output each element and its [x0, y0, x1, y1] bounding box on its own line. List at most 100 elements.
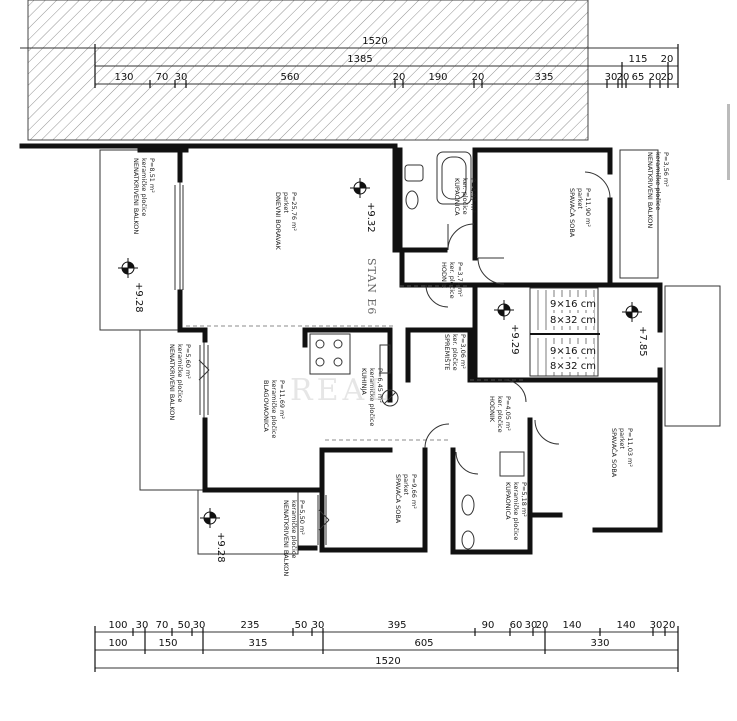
- dim-bottom-row2: 330: [590, 638, 609, 649]
- svg-text:NENATKRIVENI BALKON: NENATKRIVENI BALKON: [168, 344, 176, 420]
- dim-bottom-row1: 90: [482, 620, 495, 631]
- svg-text:keramičke pločice: keramičke pločice: [290, 500, 298, 558]
- watermark-text: REAL: [290, 373, 392, 408]
- dim-top-sub: 115: [628, 54, 647, 65]
- room-kupaonica-1: KUPAONICA ker. pločice P=4,97 m²: [453, 178, 477, 216]
- room-kupaonica-2: KUPAONICA keramičke pločice P=5,18 m²: [504, 482, 528, 540]
- dim-bottom-row1: 30: [650, 620, 663, 631]
- svg-text:P=6,45 m²: P=6,45 m²: [376, 368, 384, 403]
- bottom-dimensions: 100 30 70 50 30 235 50 30 395 90 60 30 2…: [94, 620, 679, 672]
- svg-text:parket: parket: [576, 188, 584, 209]
- room-dnevni: DNEVNI BORAVAK parket P=25,76 m²: [274, 192, 298, 250]
- dim-total-bottom: 1520: [375, 656, 400, 667]
- dim-bottom-row2: 150: [158, 638, 177, 649]
- svg-text:P=3,71 m²: P=3,71 m²: [456, 262, 464, 297]
- dim-bottom-row2: 315: [248, 638, 267, 649]
- dim-bottom-row1: 140: [562, 620, 581, 631]
- room-spavaca-3: SPAVAĆA SOBA parket P=9,66 m²: [394, 474, 418, 524]
- dim-bottom-row2: 100: [108, 638, 127, 649]
- dim-top-row: 190: [428, 72, 447, 83]
- svg-text:KUPAONICA: KUPAONICA: [504, 482, 512, 520]
- fixtures: [309, 151, 525, 550]
- svg-text:P=25,76 m²: P=25,76 m²: [290, 192, 298, 231]
- dim-top-row: 130: [114, 72, 133, 83]
- svg-text:P=3,06 m²: P=3,06 m²: [459, 334, 467, 369]
- svg-text:SPAVAĆA SOBA: SPAVAĆA SOBA: [568, 188, 577, 238]
- svg-text:KUPAONICA: KUPAONICA: [453, 178, 461, 216]
- svg-text:ker. pločice: ker. pločice: [461, 178, 469, 215]
- dim-bottom-row1: 20: [663, 620, 676, 631]
- level-marker: +9.28: [200, 508, 226, 563]
- dim-top-row: 70: [156, 72, 169, 83]
- dashed-lines: [186, 285, 525, 441]
- scrollbar[interactable]: [727, 104, 730, 180]
- dim-top-row: 560: [280, 72, 299, 83]
- svg-text:ker. pločice: ker. pločice: [448, 262, 456, 299]
- dim-bottom-row1: 100: [108, 620, 127, 631]
- svg-text:DNEVNI BORAVAK: DNEVNI BORAVAK: [274, 192, 282, 250]
- svg-text:HODNIK: HODNIK: [488, 396, 496, 423]
- dim-top-row: 20: [661, 72, 674, 83]
- svg-text:parket: parket: [618, 428, 626, 449]
- door-swings: [198, 171, 611, 531]
- room-blagovaonica: BLAGOVAONICA keramičke pločice P=11,69 m…: [262, 380, 286, 438]
- svg-text:KUHINJA: KUHINJA: [360, 368, 368, 395]
- dim-bottom-row1: 30: [525, 620, 538, 631]
- dim-top-row: 20: [649, 72, 662, 83]
- svg-text:SPAVAĆA SOBA: SPAVAĆA SOBA: [610, 428, 619, 478]
- room-spremiste: SPREMIŠTE ker. pločice P=3,06 m²: [443, 334, 467, 371]
- dim-top-row: 30: [175, 72, 188, 83]
- svg-text:HODNIK: HODNIK: [440, 262, 448, 289]
- dim-top-row: 20: [393, 72, 406, 83]
- level-marker: +9.32: [350, 178, 376, 233]
- dim-bottom-row1: 395: [387, 620, 406, 631]
- svg-text:BLAGOVAONICA: BLAGOVAONICA: [262, 380, 270, 432]
- dim-top-row: 20: [472, 72, 485, 83]
- svg-text:P=3,56 m²: P=3,56 m²: [662, 152, 670, 187]
- svg-text:P=8,51 m²: P=8,51 m²: [148, 158, 156, 193]
- dim-top-row: 30: [605, 72, 618, 83]
- svg-text:+9.28: +9.28: [215, 532, 226, 563]
- dim-total-top: 1520: [362, 36, 387, 47]
- room-balkon-w1: NENATKRIVENI BALKON keramičke pločice P=…: [132, 158, 156, 234]
- svg-text:P=4,97 m²: P=4,97 m²: [469, 178, 477, 213]
- walls: [19, 143, 663, 555]
- roof-hatch: [27, 0, 589, 141]
- dim-bottom-row1: 30: [312, 620, 325, 631]
- room-kuhinja: KUHINJA keramičke pločice P=6,45 m²: [360, 368, 384, 426]
- svg-text:P=4,05 m²: P=4,05 m²: [504, 396, 512, 431]
- stair-label: 8×32 cm: [550, 361, 596, 372]
- dim-bottom-row1: 30: [136, 620, 149, 631]
- dim-top-row: 65: [632, 72, 645, 83]
- svg-text:P=9,66 m²: P=9,66 m²: [410, 474, 418, 509]
- svg-text:keramičke pločice: keramičke pločice: [270, 380, 278, 438]
- dim-bottom-row2: 605: [414, 638, 433, 649]
- svg-text:parket: parket: [402, 474, 410, 495]
- svg-text:+9.28: +9.28: [133, 282, 144, 313]
- svg-text:+9.32: +9.32: [365, 202, 376, 233]
- svg-text:NENATKRIVENI BALKON: NENATKRIVENI BALKON: [132, 158, 140, 234]
- windows: [174, 185, 327, 545]
- balconies: [99, 149, 721, 555]
- staircase: 9×16 cm 8×32 cm 9×16 cm 8×32 cm: [529, 287, 600, 377]
- svg-text:P=11,03 m²: P=11,03 m²: [626, 428, 634, 467]
- dim-top-sub: 1385: [347, 54, 372, 65]
- stair-label: 8×32 cm: [550, 315, 596, 326]
- svg-text:keramičke pločice: keramičke pločice: [654, 152, 662, 210]
- svg-text:keramičke pločice: keramičke pločice: [368, 368, 376, 426]
- level-marker: +9.29: [494, 300, 520, 355]
- room-spavaca-1: SPAVAĆA SOBA parket P=11,90 m²: [568, 188, 592, 238]
- stair-label: 9×16 cm: [550, 346, 596, 357]
- svg-text:SPREMIŠTE: SPREMIŠTE: [443, 334, 452, 370]
- svg-text:+7.85: +7.85: [637, 326, 648, 357]
- room-balkon-w2: NENATKRIVENI BALKON keramičke pločice P=…: [168, 344, 192, 420]
- dim-bottom-row1: 50: [295, 620, 308, 631]
- room-spavaca-2: SPAVAĆA SOBA parket P=11,03 m²: [610, 428, 634, 478]
- svg-text:P=11,90 m²: P=11,90 m²: [584, 188, 592, 227]
- svg-text:keramičke pločice: keramičke pločice: [140, 158, 148, 216]
- dim-bottom-row1: 30: [193, 620, 206, 631]
- svg-text:ker. pločice: ker. pločice: [496, 396, 504, 433]
- svg-text:NENATKRIVENI BALKON: NENATKRIVENI BALKON: [282, 500, 290, 576]
- level-marker: +7.85: [622, 302, 648, 357]
